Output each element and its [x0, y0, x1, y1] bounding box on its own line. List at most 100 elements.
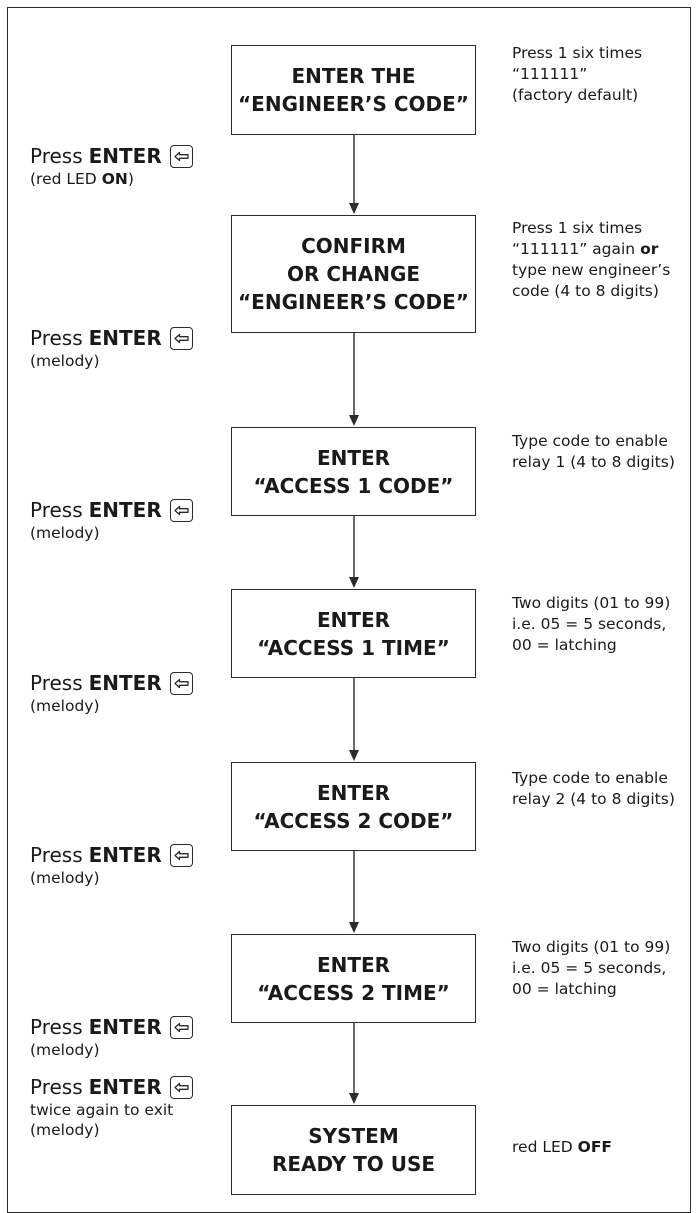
note-text: “111111” again: [512, 240, 641, 258]
press-sub: (melody): [30, 868, 193, 888]
note-line: 00 = latching: [512, 635, 670, 656]
note-text: type new engineer’s: [512, 261, 671, 279]
arrow-head-icon: [349, 1093, 359, 1104]
enter-label: ENTER: [88, 671, 162, 695]
note-emphasis: or: [640, 240, 659, 258]
note-text: i.e. 05 = 5 seconds,: [512, 615, 667, 633]
step-box: ENTER THE “ENGINEER’S CODE”: [231, 45, 476, 135]
press-sub: twice again to exit: [30, 1100, 193, 1120]
note-emphasis: OFF: [577, 1138, 612, 1156]
note-text: relay 1 (4 to 8 digits): [512, 453, 675, 471]
step-text: “ENGINEER’S CODE”: [238, 290, 469, 314]
press-sub-text: twice again to exit: [30, 1101, 174, 1119]
step-note: Press 1 six times “111111” (factory defaul…: [512, 43, 642, 106]
note-line: type new engineer’s: [512, 260, 670, 281]
enter-key-icon: [169, 671, 193, 695]
step-text: ENTER: [316, 445, 391, 470]
note-line: 00 = latching: [512, 979, 670, 1000]
press-sub: (melody): [30, 696, 193, 716]
note-text: Press 1 six times: [512, 219, 643, 237]
step-text: OR CHANGE: [286, 262, 421, 286]
note-text: Two digits (01 to 99): [512, 594, 671, 612]
arrow-head-icon: [349, 203, 359, 214]
step-text: “ACCESS 1 TIME”: [257, 635, 450, 660]
enter-label: ENTER: [88, 843, 162, 867]
enter-key-icon: [169, 144, 193, 168]
press-sub: (melody): [30, 1040, 193, 1060]
press-sub-emphasis: ON: [101, 170, 128, 188]
note-line: “111111” again or: [512, 239, 670, 260]
step-text: ENTER: [316, 780, 391, 805]
press-sub: (melody): [30, 351, 193, 371]
enter-key-icon: [169, 843, 193, 867]
press-sub: (red LED ON): [30, 169, 193, 189]
press-sub-text: (melody): [30, 869, 100, 887]
step-box: ENTER “ACCESS 2 CODE”: [231, 762, 476, 851]
press-word: Press: [30, 326, 83, 350]
press-sub-after: ): [127, 170, 134, 188]
step-text: ENTER THE: [291, 64, 416, 88]
note-line: relay 1 (4 to 8 digits): [512, 452, 675, 473]
enter-label: ENTER: [88, 498, 162, 522]
enter-label: ENTER: [88, 1015, 162, 1039]
note-line: Press 1 six times: [512, 43, 642, 64]
enter-key-icon: [169, 1015, 193, 1039]
note-text: “111111”: [512, 65, 588, 83]
note-text: code (4 to 8 digits): [512, 282, 659, 300]
step-text: “ACCESS 1 CODE”: [253, 473, 454, 498]
note-text: i.e. 05 = 5 seconds,: [512, 959, 667, 977]
step-text: ENTER: [316, 607, 391, 632]
note-line: i.e. 05 = 5 seconds,: [512, 958, 670, 979]
enter-label: ENTER: [88, 144, 162, 168]
press-word: Press: [30, 1015, 83, 1039]
enter-key-icon: [169, 498, 193, 522]
step-note: Two digits (01 to 99) i.e. 05 = 5 seconds…: [512, 937, 670, 1000]
step-box: ENTER“ACCESS 2 TIME”: [231, 934, 476, 1023]
note-line: Two digits (01 to 99): [512, 593, 670, 614]
press-sub-text: (melody): [30, 524, 100, 542]
step-text: “ACCESS 2 CODE”: [253, 808, 454, 833]
note-line: “111111”: [512, 64, 642, 85]
note-line: relay 2 (4 to 8 digits): [512, 789, 675, 810]
arrow-head-icon: [349, 577, 359, 588]
enter-key-icon: [169, 326, 193, 350]
step-box: CONFIRM OR CHANGE “ENGINEER’S CODE”: [231, 215, 476, 333]
note-text: Press 1 six times: [512, 44, 643, 62]
note-text: Two digits (01 to 99): [512, 938, 671, 956]
step-text: READY TO USE: [271, 1152, 436, 1176]
enter-label: ENTER: [88, 326, 162, 350]
press-sub-text: (melody): [30, 697, 100, 715]
note-line: (factory default): [512, 85, 642, 106]
arrow-head-icon: [349, 750, 359, 761]
step-text: SYSTEM: [308, 1124, 399, 1148]
arrow-head-icon: [349, 922, 359, 933]
step-text: “ENGINEER’S CODE”: [238, 92, 469, 116]
step-text: CONFIRM: [301, 234, 406, 258]
enter-key-icon: [169, 1075, 193, 1099]
step-box: SYSTEM READY TO USE: [231, 1105, 476, 1195]
press-sub: (melody): [30, 1120, 193, 1140]
press-sub-text: (melody): [30, 1121, 100, 1139]
arrow-head-icon: [349, 415, 359, 426]
note-text: red LED: [512, 1138, 578, 1156]
press-word: Press: [30, 843, 83, 867]
press-word: Press: [30, 498, 83, 522]
step-box: ENTER “ACCESS 1 CODE”: [231, 427, 476, 516]
note-text: 00 = latching: [512, 980, 617, 998]
note-line: red LED OFF: [512, 1137, 612, 1158]
